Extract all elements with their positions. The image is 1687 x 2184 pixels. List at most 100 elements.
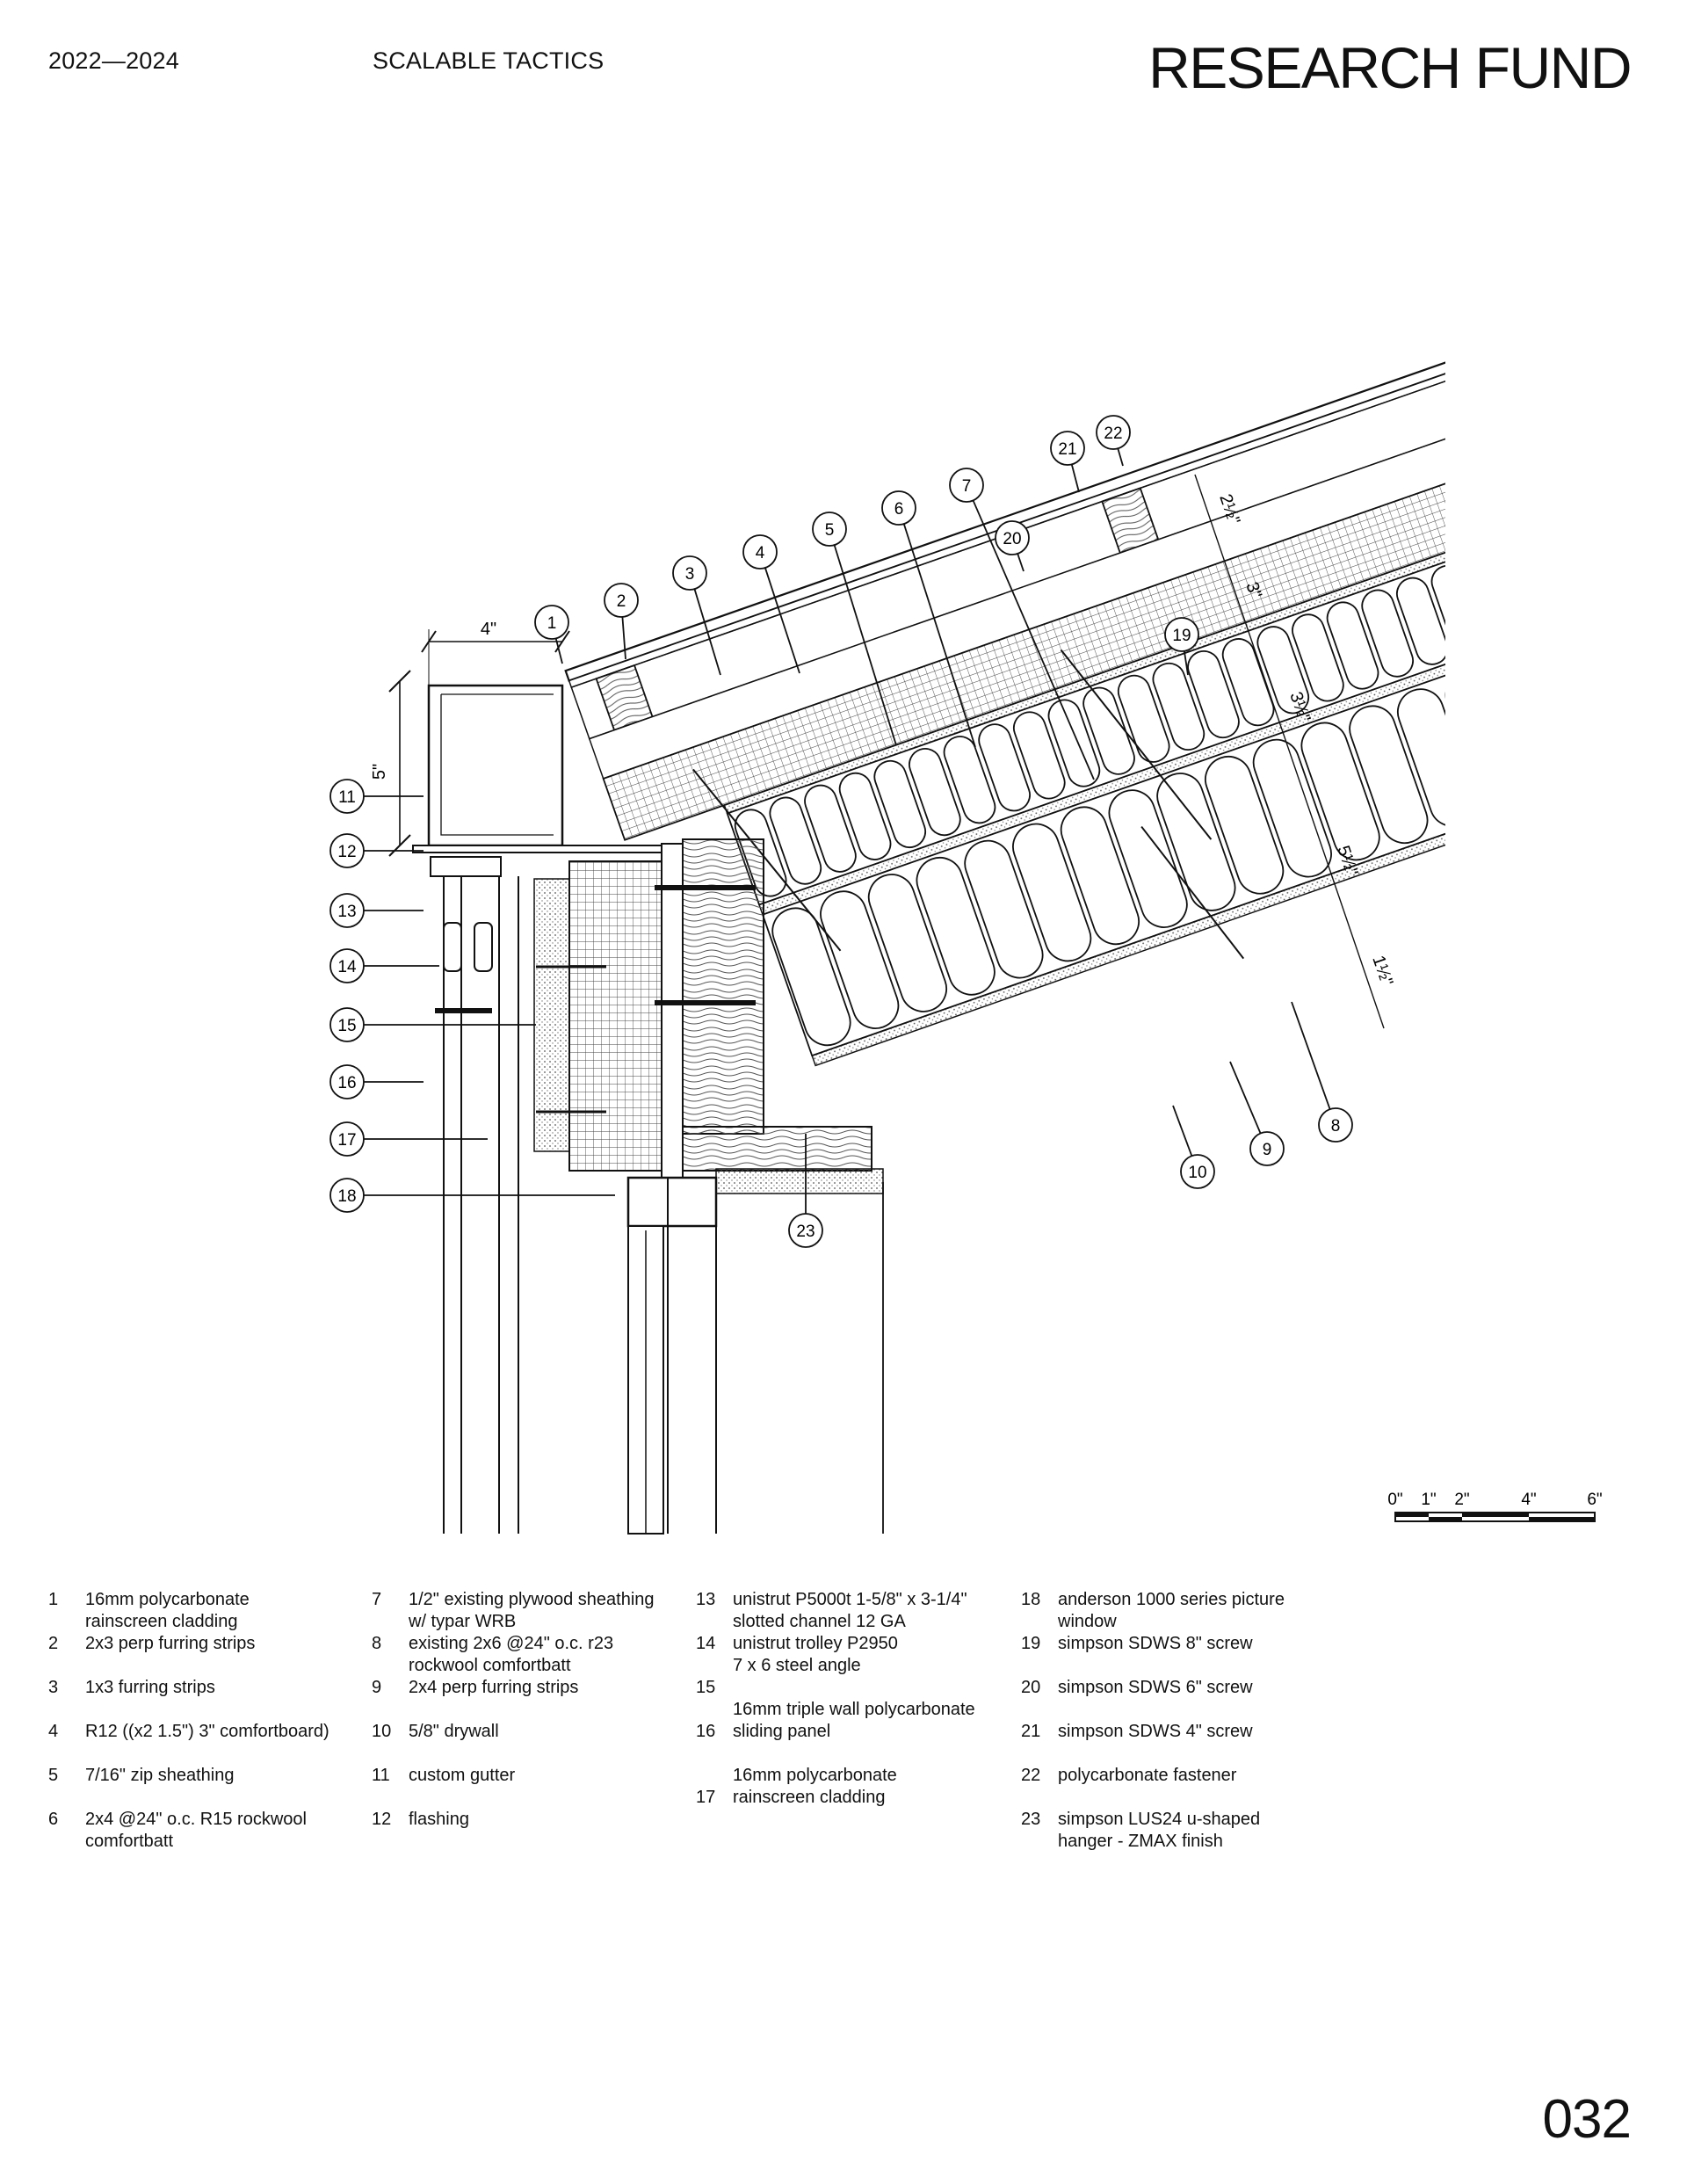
legend-number: 13 xyxy=(696,1590,716,1609)
batt-loop xyxy=(1349,705,1429,845)
legend-line: unistrut trolley P2950 xyxy=(733,1634,898,1653)
dim-gutter-height: 5" xyxy=(370,764,389,780)
dim-5: 1½" xyxy=(1368,953,1396,988)
callout-label-20: 20 xyxy=(1003,530,1021,548)
batt-loop xyxy=(1012,711,1066,800)
callout-label-1: 1 xyxy=(547,614,557,633)
batt-loop xyxy=(1205,755,1285,895)
callout-circle-10 xyxy=(1180,1154,1215,1189)
legend-line: window xyxy=(1058,1612,1117,1631)
legend-line: flashing xyxy=(409,1810,469,1829)
legend-description: simpson SDWS 4" screw xyxy=(1058,1721,1348,1743)
legend-number: 8 xyxy=(372,1634,382,1653)
callout-leader-20 xyxy=(1017,553,1025,572)
legend-number: 16 xyxy=(696,1722,716,1741)
batt-loop xyxy=(1117,674,1170,763)
callout-label-13: 13 xyxy=(337,903,356,921)
batt-loop xyxy=(1256,626,1310,715)
batt-loop xyxy=(838,772,892,860)
callout-leader-6 xyxy=(902,523,976,748)
legend-line: custom gutter xyxy=(409,1766,516,1785)
batt-loop xyxy=(1152,662,1206,751)
legend-line: 7/16" zip sheathing xyxy=(85,1766,235,1785)
header-years: 2022—2024 xyxy=(48,47,179,74)
callout-label-18: 18 xyxy=(337,1187,356,1206)
callout-circle-9 xyxy=(1249,1131,1285,1166)
legend-description: 2x3 perp furring strips xyxy=(85,1633,375,1655)
batt-loop xyxy=(1536,633,1626,782)
callout-label-14: 14 xyxy=(337,958,357,976)
callout-circle-21 xyxy=(1050,431,1085,466)
batt-loop xyxy=(978,723,1031,812)
custom-gutter xyxy=(427,684,564,847)
callout-circle-14 xyxy=(329,948,365,983)
legend-description: simpson SDWS 8" screw xyxy=(1058,1633,1348,1655)
legend-line: 16mm triple wall polycarbonate xyxy=(733,1700,975,1719)
legend-description: polycarbonate fastener xyxy=(1058,1765,1348,1787)
callout-label-23: 23 xyxy=(796,1223,815,1241)
batt-loop xyxy=(1497,537,1557,632)
batt-loop xyxy=(1300,722,1380,861)
callout-label-22: 22 xyxy=(1104,424,1122,443)
callout-leader-22 xyxy=(1117,448,1124,467)
legend-line: 16mm polycarbonate xyxy=(85,1590,250,1609)
legend-number: 17 xyxy=(696,1788,716,1807)
batt-loop xyxy=(1444,671,1445,810)
legend-description: 5/8" drywall xyxy=(409,1721,699,1743)
batt-loop xyxy=(804,784,857,873)
legend-line: simpson SDWS 6" screw xyxy=(1058,1678,1253,1697)
batt-loop xyxy=(873,759,927,849)
callout-label-21: 21 xyxy=(1058,440,1076,459)
batt-loop xyxy=(1252,738,1332,878)
callout-leader-19 xyxy=(1183,650,1189,676)
legend-line: 2x4 perp furring strips xyxy=(409,1678,579,1697)
legend-description: R12 ((x2 1.5") 3" comfortboard) xyxy=(85,1721,375,1743)
callout-label-5: 5 xyxy=(825,521,835,540)
furring-strips xyxy=(595,487,1160,731)
roof-assembly xyxy=(564,350,1626,1067)
callout-circle-7 xyxy=(949,468,984,503)
wall-assembly xyxy=(430,838,884,1535)
legend-number: 18 xyxy=(1021,1590,1041,1609)
legend-number: 9 xyxy=(372,1678,382,1697)
legend-number: 19 xyxy=(1021,1634,1041,1653)
legend-description: 7/16" zip sheathing xyxy=(85,1765,375,1787)
legend-description: 2x4 perp furring strips xyxy=(409,1677,699,1699)
legend-line: simpson SDWS 8" screw xyxy=(1058,1634,1253,1653)
legend-line: simpson LUS24 u-shaped xyxy=(1058,1810,1261,1829)
legend-line: rainscreen cladding xyxy=(85,1612,238,1631)
callout-circle-15 xyxy=(329,1007,365,1042)
legend-line: slotted channel 12 GA xyxy=(733,1612,906,1631)
callout-label-8: 8 xyxy=(1331,1117,1341,1136)
batt-loop xyxy=(1012,823,1092,962)
batt-loop xyxy=(1187,649,1240,739)
callout-label-2: 2 xyxy=(617,592,626,611)
legend-number: 20 xyxy=(1021,1678,1041,1697)
legend-line: 2x3 perp furring strips xyxy=(85,1634,256,1653)
legend-line: comfortbatt xyxy=(85,1832,174,1851)
batt-loop xyxy=(1108,789,1188,928)
legend-number: 11 xyxy=(372,1766,390,1785)
callout-label-7: 7 xyxy=(962,477,972,496)
callout-leader-1 xyxy=(554,638,563,664)
batt-loop xyxy=(1326,601,1379,690)
header-title: RESEARCH FUND xyxy=(1148,35,1632,100)
unistrut-channel xyxy=(430,856,502,877)
legend-description: 16mm polycarbonate rainscreen cladding xyxy=(85,1589,375,1633)
batt-loop xyxy=(943,736,996,824)
callout-label-15: 15 xyxy=(337,1017,356,1035)
roof-eave-section-detail: 4" 5" 2½" 3" 3½" 5½" 1½" 123456789101112… xyxy=(329,350,1626,1535)
callout-leader-4 xyxy=(764,567,800,674)
legend-description: simpson SDWS 6" screw xyxy=(1058,1677,1348,1699)
legend-number: 23 xyxy=(1021,1810,1041,1829)
callout-leaders xyxy=(364,448,1331,1214)
callout-circle-6 xyxy=(881,490,916,526)
dim-gutter-width: 4" xyxy=(481,620,496,639)
scale-label-4: 4" xyxy=(1521,1491,1536,1509)
callout-label-17: 17 xyxy=(337,1131,356,1150)
callout-circle-13 xyxy=(329,893,365,928)
